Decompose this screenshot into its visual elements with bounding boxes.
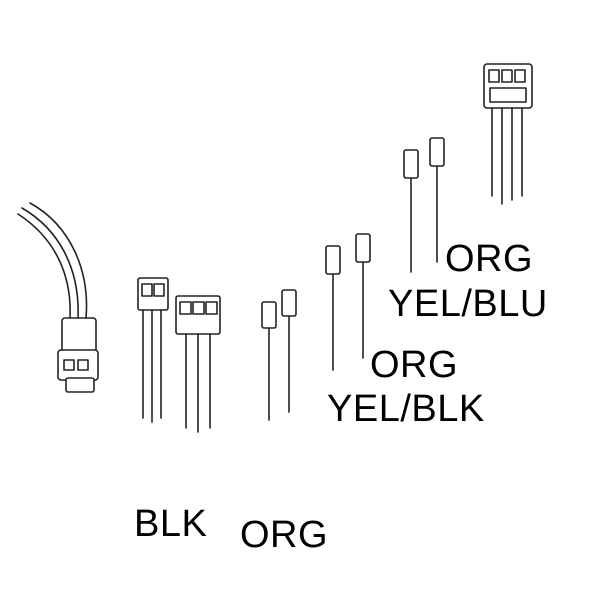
pigtail-connector [17,202,99,393]
label-org-upper: ORG [445,238,534,280]
three-pin-terminal-housing-large [175,295,221,433]
four-pin-connector [483,63,533,205]
label-yel-blu: YEL/BLU [388,283,548,325]
terminal-pair-lower [261,289,297,421]
label-org-lower: ORG [240,514,329,556]
terminal-pair-middle [325,233,371,371]
label-org-middle: ORG [370,344,459,386]
three-pin-terminal-housing-small [137,277,169,423]
terminal-pair-upper [403,137,445,273]
label-blk: BLK [134,503,208,545]
label-yel-blk: YEL/BLK [327,388,485,430]
